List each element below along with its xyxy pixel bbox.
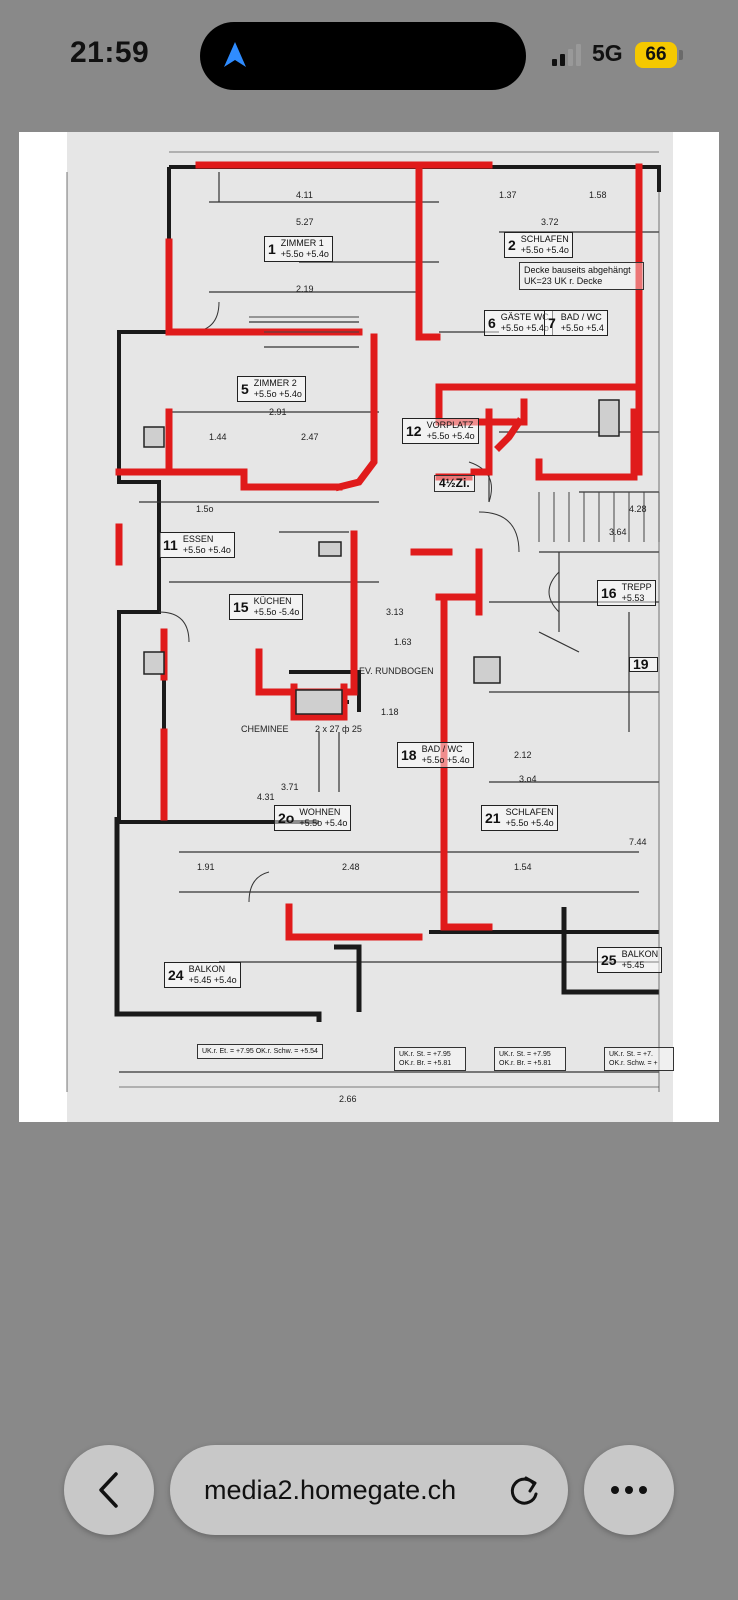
reload-icon[interactable] xyxy=(506,1472,542,1508)
dimension-label: 2.19 xyxy=(296,284,314,294)
ceiling-note: Decke bauseits abgehängt UK=23 UK r. Dec… xyxy=(519,262,644,290)
dimension-label: 3.o4 xyxy=(519,774,537,784)
room-label: 19 xyxy=(629,657,658,673)
cellular-signal-icon xyxy=(552,44,581,66)
dimension-label: 4.11 xyxy=(296,190,313,200)
battery-tip xyxy=(679,50,683,60)
dimension-label: 1.44 xyxy=(209,432,227,442)
dimension-label: 4.28 xyxy=(629,504,647,514)
dimension-label: 1.58 xyxy=(589,190,607,200)
more-button[interactable] xyxy=(584,1445,674,1535)
cheminee-size-note: 2 x 27 ф 25 xyxy=(315,724,362,734)
rundbogen-note: EV. RUNDBOGEN xyxy=(359,666,434,676)
dynamic-island xyxy=(200,22,526,90)
dimension-label: 1.91 xyxy=(197,862,215,872)
reference-height-note: UK.r. St. = +7. OK.r. Schw. = + xyxy=(604,1047,674,1071)
reference-height-note: UK.r. St. = +7.95 OK.r. Br. = +5.81 xyxy=(394,1047,466,1071)
dimension-label: 1.37 xyxy=(499,190,517,200)
dimension-label: 1.54 xyxy=(514,862,532,872)
dimension-label: 4.31 xyxy=(257,792,275,802)
status-bar: 21:59 5G 66 xyxy=(0,0,738,110)
location-arrow-icon xyxy=(224,42,246,67)
apartment-size-note: 4½Zi. xyxy=(434,475,475,492)
dimension-label: 5.27 xyxy=(296,217,314,227)
battery-level: 66 xyxy=(635,42,677,68)
dimension-label: 2.47 xyxy=(301,432,319,442)
dimension-label: 7.44 xyxy=(629,837,647,847)
dimension-label: 1.18 xyxy=(381,707,399,717)
status-time: 21:59 xyxy=(70,36,150,69)
browser-toolbar: media2.homegate.ch xyxy=(0,1445,738,1545)
dimension-label: 1.63 xyxy=(394,637,412,647)
dimension-label: 2.66 xyxy=(339,1094,357,1104)
cheminee-note: CHEMINEE xyxy=(241,724,289,734)
url-text: media2.homegate.ch xyxy=(204,1475,457,1505)
dimension-label: 2.12 xyxy=(514,750,532,760)
dimension-label: 3.64 xyxy=(609,527,627,537)
dimension-label: 2.91 xyxy=(269,407,287,417)
chevron-left-icon xyxy=(99,1472,118,1508)
network-type: 5G xyxy=(592,40,623,66)
more-dots-icon xyxy=(611,1486,647,1494)
dimension-label: 3.13 xyxy=(386,607,404,617)
back-button[interactable] xyxy=(64,1445,154,1535)
address-bar[interactable]: media2.homegate.ch xyxy=(170,1445,568,1535)
floorplan-drawing xyxy=(66,151,661,1092)
dimension-label: 3.72 xyxy=(541,217,559,227)
dimension-label: 2.48 xyxy=(342,862,360,872)
dimension-label: 1.5o xyxy=(196,504,214,514)
reference-height-note: UK.r. Et. = +7.95 OK.r. Schw. = +5.54 xyxy=(197,1044,323,1059)
dimension-label: 3.71 xyxy=(281,782,299,792)
reference-height-note: UK.r. St. = +7.95 OK.r. Br. = +5.81 xyxy=(494,1047,566,1071)
